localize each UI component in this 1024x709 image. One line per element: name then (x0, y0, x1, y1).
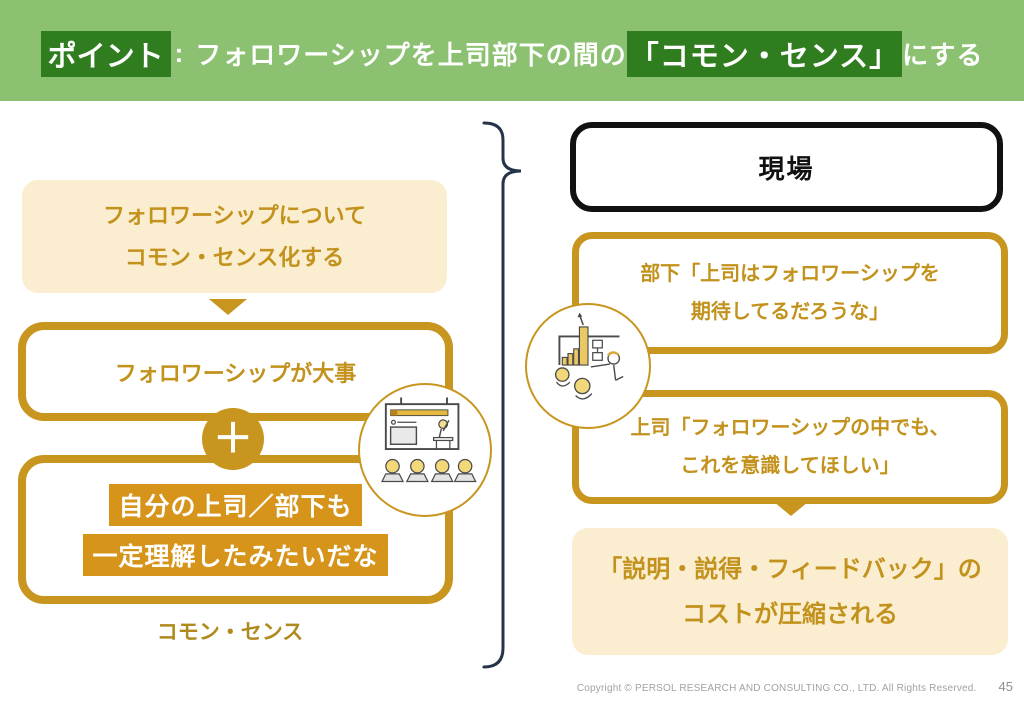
genba-box: 現場 (570, 122, 1003, 212)
premise-line-1: フォロワーシップについて (103, 202, 366, 228)
curly-brace-icon (482, 121, 522, 669)
title-text-pre: フォロワーシップを上司部下の間の (195, 40, 627, 70)
title-text-post: にする (902, 40, 984, 70)
boss-line-1: 上司「フォロワーシップの中でも、 (630, 417, 950, 439)
plus-icon: ＋ (202, 408, 264, 470)
result-line-2: コストが圧縮される (682, 600, 898, 628)
footer: Copyright © PERSOL RESEARCH AND CONSULTI… (0, 679, 1013, 694)
slide-title: ポイント : フォロワーシップを上司部下の間の 「コモン・センス」 にする (40, 30, 984, 77)
result-box: 「説明・説得・フィードバック」の コストが圧縮される (572, 528, 1008, 655)
result-line-1: 「説明・説得・フィードバック」の (598, 555, 982, 583)
mutual-line-1: 自分の上司／部下も (109, 483, 362, 526)
subordinate-line-1: 部下「上司はフォロワーシップを (640, 263, 940, 285)
down-arrow-icon (768, 497, 814, 516)
subordinate-line-2: 期待してるだろうな」 (690, 301, 890, 323)
presentation-scene-drawing (381, 397, 477, 483)
mutual-understanding-box: 自分の上司／部下も 一定理解したみたいだな (18, 455, 453, 604)
page-number: 45 (998, 679, 1013, 694)
boss-line-2: これを意識してほしい」 (680, 455, 900, 477)
subordinate-quote-box: 部下「上司はフォロワーシップを 期待してるだろうな」 (572, 232, 1008, 354)
copyright-text: Copyright © PERSOL RESEARCH AND CONSULTI… (576, 683, 977, 694)
premise-box: フォロワーシップについて コモン・センス化する (22, 180, 447, 293)
point-badge: ポイント (40, 30, 171, 77)
header-bar: ポイント : フォロワーシップを上司部下の間の 「コモン・センス」 にする (0, 0, 1024, 101)
belief-text: フォロワーシップが大事 (114, 360, 357, 386)
title-colon: : (174, 38, 184, 68)
presentation-scene-icon (358, 383, 492, 517)
title-highlight: 「コモン・センス」 (626, 30, 903, 77)
genba-label: 現場 (758, 153, 815, 184)
common-sense-caption: コモン・センス (156, 621, 304, 644)
belief-box: フォロワーシップが大事 (18, 322, 453, 421)
mutual-line-2: 一定理解したみたいだな (83, 533, 388, 576)
discussion-scene-drawing (554, 312, 624, 400)
down-arrow-icon (209, 299, 247, 315)
premise-line-2: コモン・センス化する (124, 244, 345, 270)
discussion-scene-icon (525, 303, 651, 429)
